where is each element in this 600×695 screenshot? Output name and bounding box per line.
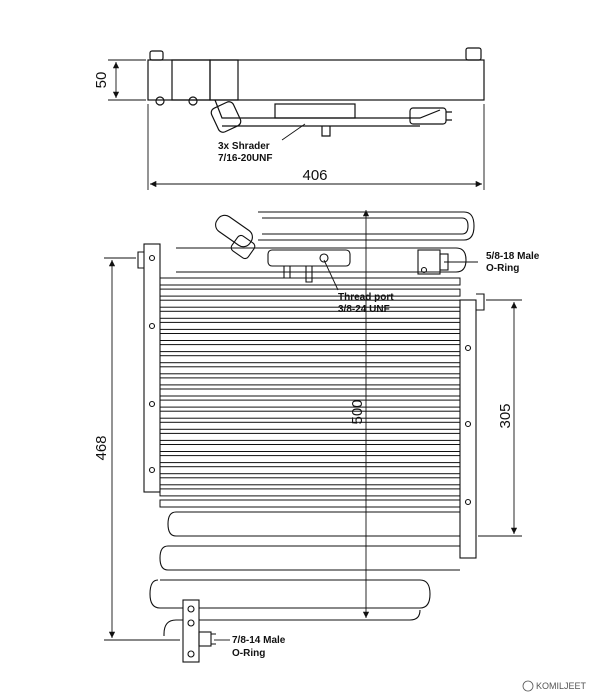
core-tube <box>159 277 461 286</box>
dim-core-height: 500 <box>349 399 366 424</box>
callout-shrader-line2: 7/16-20UNF <box>218 153 272 164</box>
core-tube <box>159 488 461 497</box>
callout-male58-line2: O-Ring <box>486 263 519 274</box>
core-tubes <box>159 277 461 508</box>
core-tube <box>159 444 461 452</box>
core-tube <box>159 355 461 364</box>
callout-thread-line2: 3/8-24 UNF <box>338 304 390 315</box>
dim-thickness: 50 <box>93 72 110 89</box>
core-tube <box>159 344 461 353</box>
core-tube <box>159 432 461 441</box>
core-tube <box>159 321 461 330</box>
front-view <box>137 211 485 663</box>
core-tube <box>159 299 461 308</box>
core-tube <box>159 466 461 475</box>
core-tube <box>159 377 461 386</box>
callout-shrader-line1: 3x Shrader <box>218 141 270 152</box>
core-tube <box>159 288 461 297</box>
core-tube <box>159 388 461 397</box>
core-tube <box>159 455 461 464</box>
core-tube <box>159 499 461 508</box>
core-tube <box>159 477 461 486</box>
core-tube <box>159 421 461 430</box>
callout-thread-line1: Thread port <box>338 292 394 303</box>
core-tube <box>159 310 461 319</box>
callout-male78-line2: O-Ring <box>232 648 265 659</box>
callout-male58-line1: 5/8-18 Male <box>486 251 540 262</box>
core-tube <box>159 366 461 375</box>
core-tube <box>159 399 461 408</box>
dim-total-height: 468 <box>93 435 110 460</box>
core-tube <box>159 410 461 419</box>
top-view <box>147 47 485 137</box>
dimension-lines-top <box>108 59 485 190</box>
watermark-brand: KOMILJEET <box>536 681 587 691</box>
watermark: KOMILJEET <box>522 680 587 692</box>
dim-width: 406 <box>302 167 327 184</box>
core-tube <box>159 333 461 341</box>
callout-male78-line1: 7/8-14 Male <box>232 635 286 646</box>
dimension-lines-front <box>104 210 522 641</box>
dim-side-height: 305 <box>497 403 514 428</box>
